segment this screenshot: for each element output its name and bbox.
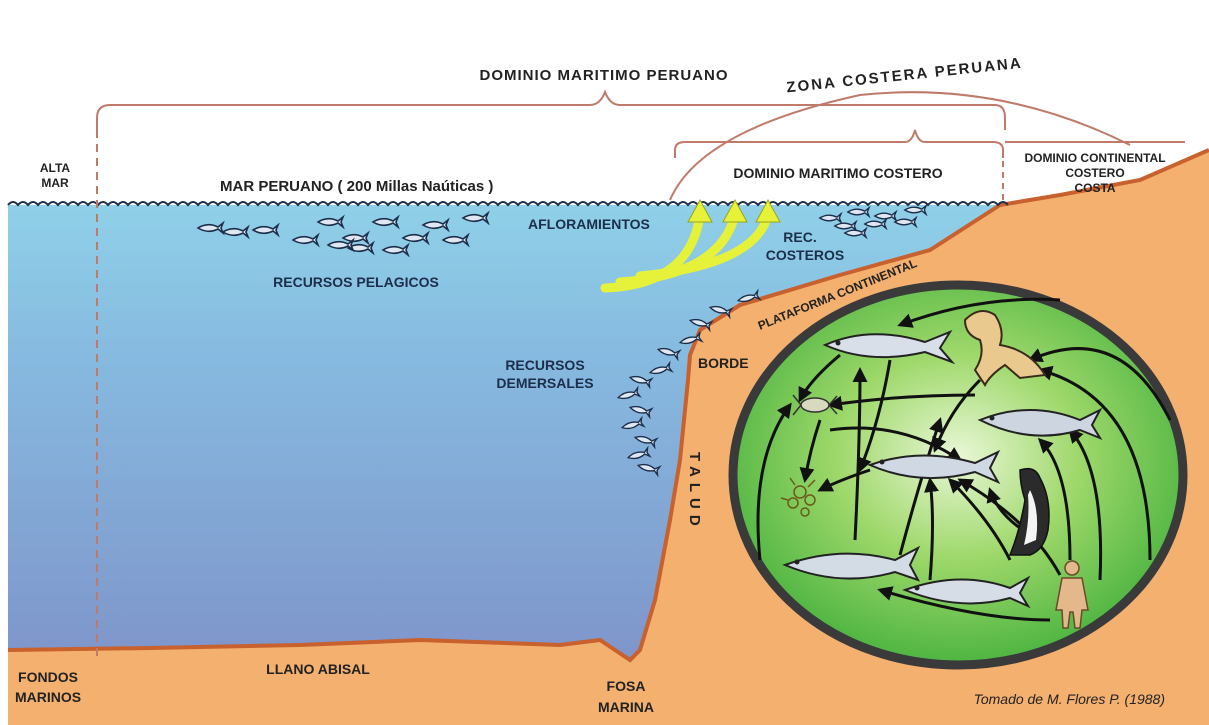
source-credit: Tomado de M. Flores P. (1988) xyxy=(974,691,1165,707)
label-alta-mar-line2: MAR xyxy=(41,176,69,190)
label-borde: BORDE xyxy=(698,355,749,371)
label-recursos-demersales-line1: RECURSOS xyxy=(505,357,584,373)
label-fondos-marinos-line1: FONDOS xyxy=(18,669,78,685)
label-recursos-demersales-line2: DEMERSALES xyxy=(496,375,593,391)
label-rec-costeros-line2: COSTEROS xyxy=(766,247,845,263)
label-fosa-marina-line1: FOSA xyxy=(607,678,646,694)
label-recursos-pelagicos: RECURSOS PELAGICOS xyxy=(273,274,439,290)
upwelling-arrowheads xyxy=(688,200,780,222)
label-rec-costeros-line1: REC. xyxy=(783,229,816,245)
label-fondos-marinos-line2: MARINOS xyxy=(15,689,81,705)
dominio-maritimo-peruano-bracket xyxy=(97,92,1005,130)
label-llano-abisal: LLANO ABISAL xyxy=(266,661,370,677)
sea-surface-wave xyxy=(8,202,1008,205)
label-fosa-marina-line2: MARINA xyxy=(598,699,654,715)
label-mar-peruano: MAR PERUANO ( 200 Millas Naúticas ) xyxy=(220,178,493,195)
zona-costera-peruana-arc xyxy=(670,92,1130,200)
label-dominio-maritimo-costero: DOMINIO MARITIMO COSTERO xyxy=(733,165,942,181)
label-dominio-continental-line3: COSTA xyxy=(1074,181,1115,195)
food-web-inset xyxy=(733,285,1183,665)
label-alta-mar-line1: ALTA xyxy=(40,161,71,175)
label-talud: TALUD xyxy=(686,452,703,532)
label-afloramientos: AFLORAMIENTOS xyxy=(528,216,650,232)
label-dominio-continental-line2: COSTERO xyxy=(1065,166,1124,180)
label-dominio-maritimo-peruano: DOMINIO MARITIMO PERUANO xyxy=(480,67,729,84)
label-dominio-continental-line1: DOMINIO CONTINENTAL xyxy=(1024,151,1165,165)
label-zona-costera-peruana: ZONA COSTERA PERUANA xyxy=(786,55,1024,97)
